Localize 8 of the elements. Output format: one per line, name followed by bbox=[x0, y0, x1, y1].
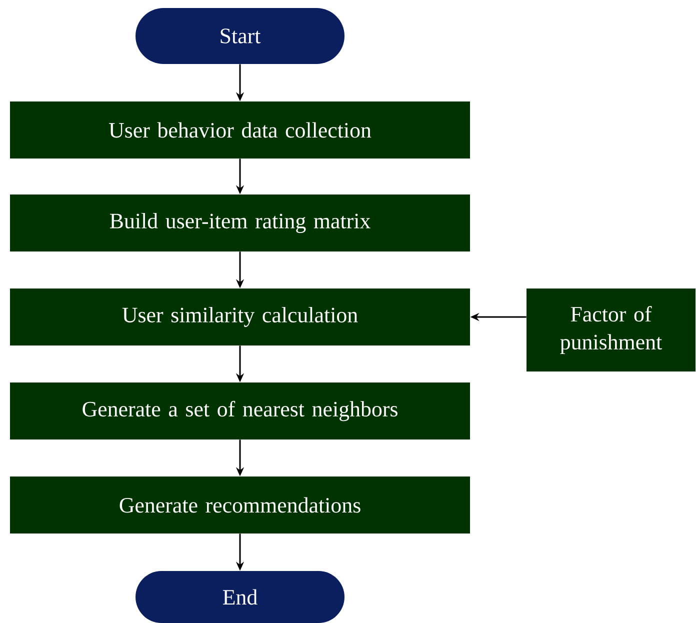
terminal-stadium: End bbox=[136, 571, 344, 623]
process-box: Build user-item rating matrix bbox=[10, 194, 470, 252]
process-box: Generate recommendations bbox=[10, 476, 470, 534]
process-box: User behavior data collection bbox=[10, 102, 470, 158]
process-box: Factor of punishment bbox=[526, 288, 696, 372]
terminal-stadium: Start bbox=[136, 8, 344, 64]
process-box: User similarity calculation bbox=[10, 288, 470, 346]
process-box: Generate a set of nearest neighbors bbox=[10, 382, 470, 440]
